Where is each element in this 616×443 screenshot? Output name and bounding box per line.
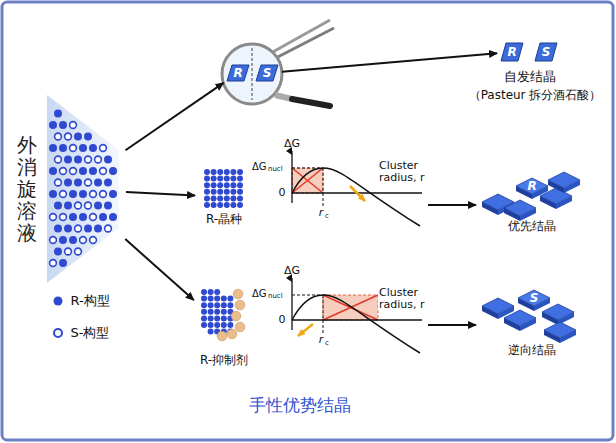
- crystal-tile: R: [226, 64, 250, 82]
- text-label: （Pasteur 拆分酒石酸）: [469, 89, 602, 102]
- text-label: 0: [279, 187, 286, 199]
- seed-crystal: R-晶种: [198, 166, 250, 228]
- arrow-connector: [282, 53, 497, 71]
- node-text: S: [263, 66, 272, 80]
- text-label: nucl: [268, 293, 283, 301]
- text-label: r: [319, 207, 324, 219]
- arrow-connector: [126, 192, 195, 196]
- text-label: c: [325, 213, 329, 221]
- text-label: ΔG: [284, 138, 300, 150]
- node-text: 优先结晶: [508, 218, 556, 235]
- text-label: c: [325, 340, 329, 348]
- node-text: R: [527, 179, 536, 193]
- caption: 手性优势结晶: [249, 396, 351, 415]
- text-label: ΔG: [252, 288, 267, 299]
- text-label: nucl: [268, 166, 283, 174]
- crystal-cluster: R 优先结晶: [482, 172, 582, 236]
- node-text: R: [507, 45, 516, 59]
- magnifier: [222, 20, 334, 106]
- text-label: Cluster radius, r: [378, 287, 436, 311]
- crystal-tile: S: [255, 64, 279, 82]
- arrow-connector: [125, 83, 223, 150]
- node-text: 逆向结晶: [508, 342, 556, 359]
- text-label: 自发结晶: [504, 70, 556, 84]
- inhibitor-cluster: R-抑制剂: [196, 286, 252, 368]
- legend-item: S-构型: [71, 326, 110, 340]
- node-text: R: [233, 66, 242, 80]
- text-label: Cluster radius, r: [378, 160, 436, 184]
- text-label: 0: [279, 314, 286, 326]
- text-label: r: [319, 334, 324, 346]
- node-text: S: [530, 291, 539, 305]
- node-text: R-抑制剂: [200, 352, 248, 369]
- arrow-connector: [125, 239, 194, 300]
- arrow: [428, 324, 476, 326]
- arrow: [428, 204, 476, 206]
- legend-item: R-构型: [70, 294, 109, 308]
- crystal-cluster: S 逆向结晶: [482, 286, 582, 360]
- crystal-tile: S: [534, 42, 558, 62]
- node-text: 外消旋溶液: [17, 134, 37, 244]
- text-label: ΔG: [252, 161, 267, 172]
- racemic-solution: 外消旋溶液: [15, 92, 123, 286]
- node-text: R-晶种: [206, 211, 242, 228]
- legend-symbols: [54, 297, 63, 338]
- text-label: ΔG: [284, 265, 300, 277]
- crystal-tile: R: [500, 42, 524, 62]
- node-text: S: [542, 45, 551, 59]
